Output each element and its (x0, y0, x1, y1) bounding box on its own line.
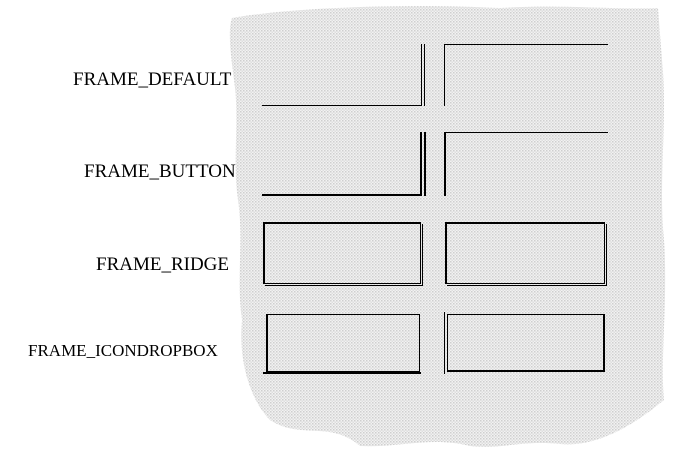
frame-button-label: FRAME_BUTTON (84, 161, 236, 182)
frame-ridge-sample-left (263, 222, 423, 286)
frame-icondropbox-sample-right (444, 312, 605, 374)
frame-button-sample-right (444, 132, 608, 196)
frame-default-sample-right (444, 44, 608, 106)
frame-icondropbox-label: FRAME_ICONDROPBOX (28, 341, 218, 360)
frame-ridge-sample-right (445, 222, 607, 286)
frame-default-sample-left (262, 44, 425, 106)
frame-ridge-label: FRAME_RIDGE (96, 254, 230, 275)
frame-icondropbox-sample-left (263, 314, 421, 374)
frame-button-sample-left (262, 132, 426, 196)
frame-default-label: FRAME_DEFAULT (73, 69, 232, 90)
